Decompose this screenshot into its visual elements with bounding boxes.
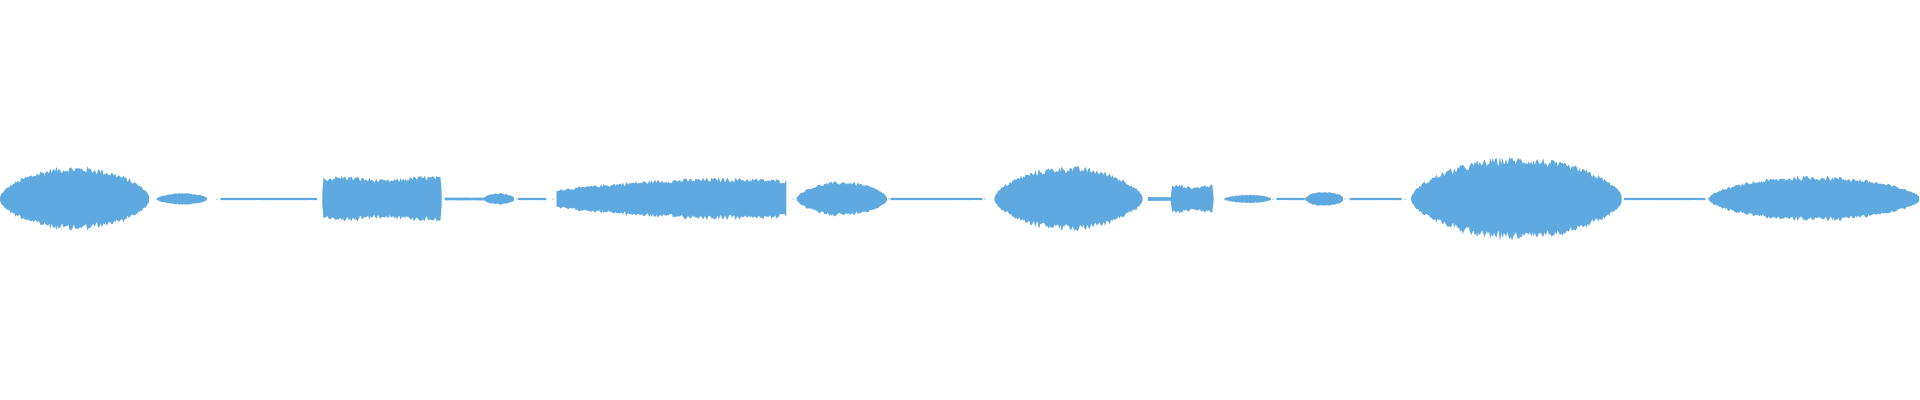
waveform-segment: [1276, 197, 1305, 201]
waveform-segment-shape: [322, 175, 442, 222]
waveform-segment-shape: [796, 181, 888, 217]
waveform-segment: [1624, 197, 1705, 201]
waveform-segment: [1170, 184, 1214, 214]
waveform-segment: [1305, 192, 1344, 206]
waveform-segment: [445, 197, 485, 201]
waveform-segment-shape: [0, 165, 150, 232]
waveform-segment-shape: [1305, 192, 1344, 206]
waveform-segment: [518, 197, 547, 201]
waveform-segment: [483, 192, 515, 205]
waveform-segment-shape: [445, 197, 485, 201]
waveform-segment-shape: [890, 197, 983, 201]
waveform-segment-shape: [1147, 196, 1172, 202]
waveform-segment-shape: [483, 192, 515, 205]
waveform-segment: [1708, 175, 1920, 222]
waveform-segment: [796, 181, 888, 217]
waveform-segment-shape: [1410, 156, 1622, 241]
waveform-segment-shape: [1170, 184, 1214, 214]
waveform-segment-shape: [994, 165, 1143, 232]
waveform-segment: [1224, 194, 1271, 204]
waveform-segment-shape: [556, 177, 787, 221]
waveform-segment: [994, 165, 1143, 232]
waveform-segment: [1147, 196, 1172, 202]
waveform-segment-shape: [1224, 194, 1271, 204]
waveform-segment-shape: [1276, 197, 1305, 201]
waveform-segment: [220, 197, 318, 201]
waveform-segment: [1410, 156, 1622, 241]
waveform-segment-shape: [157, 192, 207, 205]
waveform-segment: [556, 177, 787, 221]
waveform-segment: [157, 192, 207, 205]
waveform-segment-shape: [220, 197, 318, 201]
waveform-segment: [890, 197, 983, 201]
waveform-segment: [1349, 197, 1402, 201]
waveform-segment-shape: [1624, 197, 1705, 201]
waveform-segment-shape: [1349, 197, 1402, 201]
waveform-segment-shape: [1708, 175, 1920, 222]
waveform-segment: [322, 175, 442, 222]
waveform-segment-shape: [518, 197, 547, 201]
waveform-segment: [0, 165, 150, 232]
